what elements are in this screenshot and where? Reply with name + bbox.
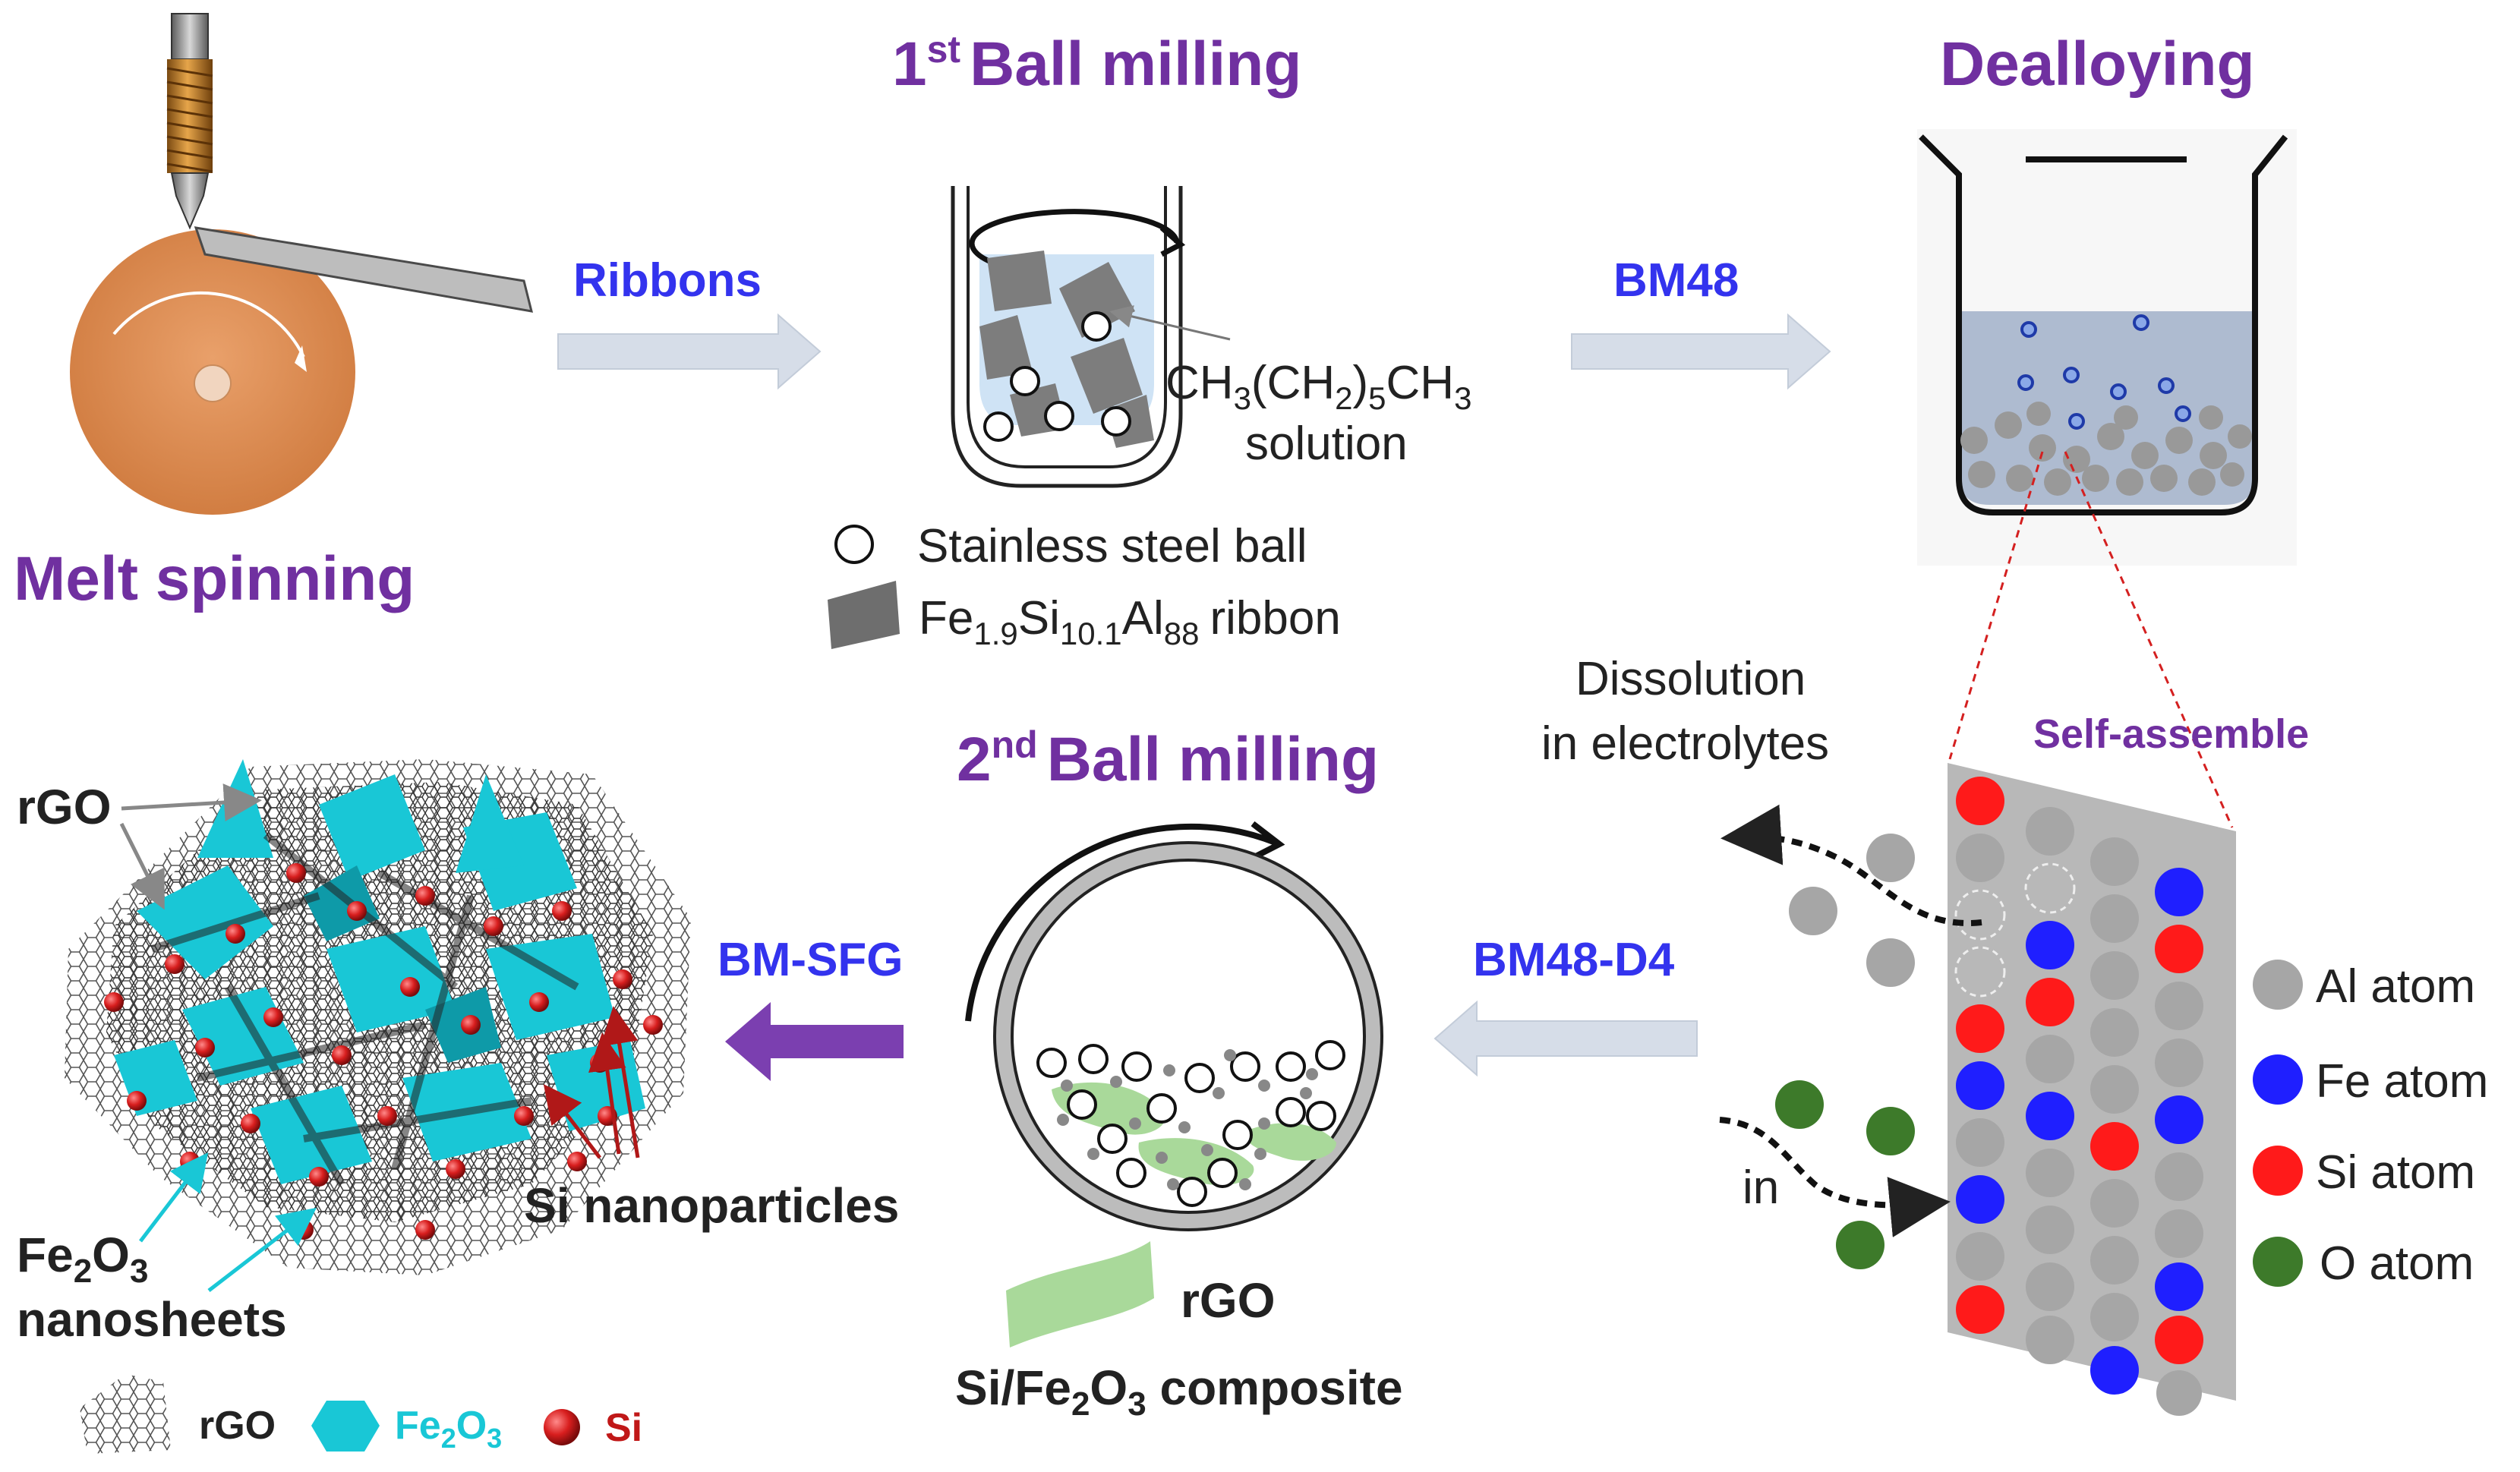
solution-formula: CH3(CH2)5CH3 <box>1165 357 1471 416</box>
dissolution-label-line2: in electrolytes <box>1541 717 1829 770</box>
composite-rgo-label: rGO <box>1181 1273 1275 1328</box>
si-legend-icon <box>544 1409 580 1445</box>
bm48-d4-arrow <box>1433 1000 1698 1077</box>
si-atom-legend-icon <box>2253 1146 2303 1196</box>
rotation-arrow-icon <box>112 291 305 358</box>
ribbon-legend-icon <box>828 581 900 649</box>
composite-structure-illustration <box>65 759 691 1275</box>
atom-lattice <box>1948 763 2236 1416</box>
oxygen-in-label: in <box>1743 1162 1779 1214</box>
fe2o3-legend-label: Fe2O3 <box>395 1404 502 1454</box>
bm-sfg-label: BM-SFG <box>718 934 904 986</box>
ribbons-arrow <box>557 313 822 390</box>
bm48-label: BM48 <box>1613 254 1739 307</box>
solution-label: solution <box>1245 418 1408 470</box>
self-assemble-label: Self-assemble <box>2033 711 2309 757</box>
nanosheets-label: nanosheets <box>17 1292 287 1347</box>
dissolving-al-atoms <box>1720 804 1982 987</box>
rotation-arrow-icon <box>965 823 1277 1022</box>
milling-jar-2 <box>965 821 1383 1231</box>
si-atom-legend-label: Si atom <box>2316 1146 2475 1199</box>
rgo-sheet-icon <box>1006 1241 1154 1347</box>
fe2o3-label: Fe2O3 <box>17 1228 148 1290</box>
rotation-arrow-icon <box>969 209 1180 265</box>
bm48-d4-label: BM48-D4 <box>1473 934 1675 986</box>
al-atom-legend-label: Al atom <box>2316 960 2475 1013</box>
induction-coil-icon <box>166 59 213 173</box>
steel-ball-legend-label: Stainless steel ball <box>917 520 1307 572</box>
composite-label: Si/Fe2O3 composite <box>955 1360 1403 1423</box>
milling-vial-1 <box>951 186 1231 488</box>
si-nanoparticles-label: Si nanoparticles <box>524 1178 899 1233</box>
fe2o3-legend-icon <box>311 1401 380 1452</box>
ribbons-label: Ribbons <box>573 254 762 307</box>
si-legend-label: Si <box>605 1406 642 1450</box>
dissolution-label-line1: Dissolution <box>1575 653 1806 705</box>
fe-atom-legend-icon <box>2253 1054 2303 1105</box>
nozzle-icon <box>170 172 210 230</box>
bm48-arrow <box>1571 313 1831 390</box>
melt-spinning-illustration <box>70 13 534 515</box>
o-atom-legend-label: O atom <box>2320 1237 2474 1290</box>
product-rgo-label: rGO <box>17 780 111 834</box>
rgo-legend-label: rGO <box>199 1404 276 1448</box>
fe-atom-legend-label: Fe atom <box>2316 1055 2488 1108</box>
bm-sfg-arrow <box>725 1002 904 1081</box>
beaker-illustration <box>1917 129 2297 828</box>
melt-spinning-title: Melt spinning <box>14 544 415 613</box>
incoming-o-atoms <box>1719 1080 1951 1269</box>
rgo-legend-icon <box>80 1374 171 1454</box>
steel-ball-legend-icon <box>834 525 874 564</box>
dealloying-title: Dealloying <box>1940 30 2255 99</box>
o-atom-legend-icon <box>2253 1237 2303 1287</box>
ribbon-strip-icon <box>194 226 534 313</box>
al-atom-legend-icon <box>2253 960 2303 1010</box>
